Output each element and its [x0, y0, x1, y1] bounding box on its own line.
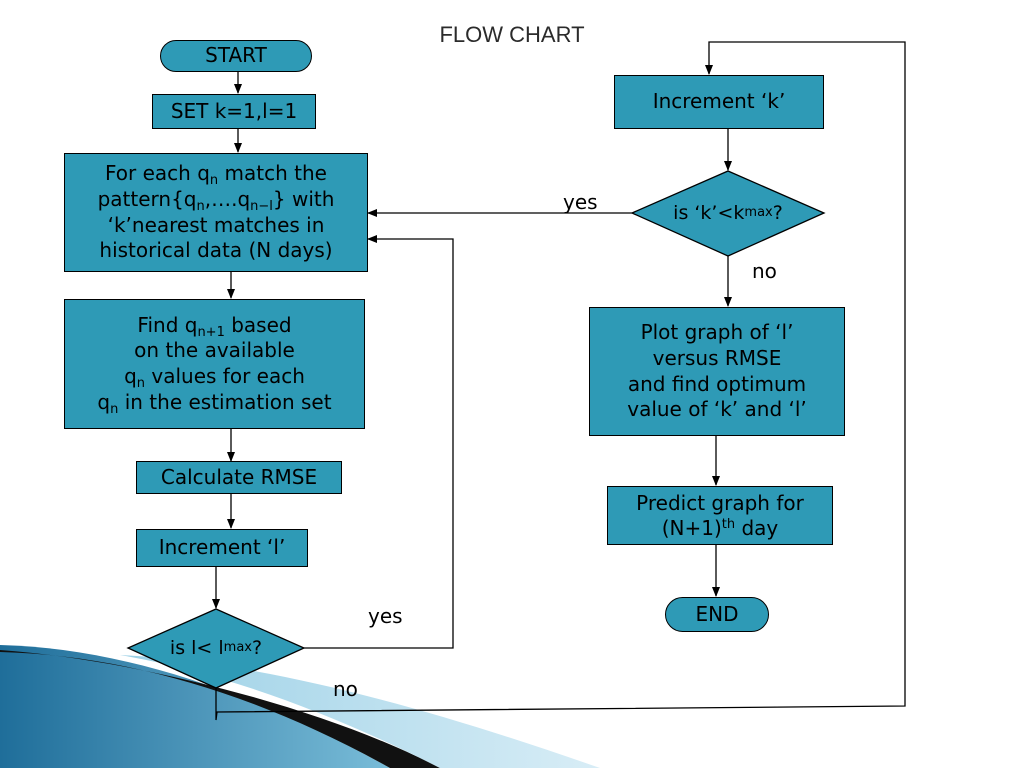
page-title: FLOW CHART — [0, 22, 1024, 48]
plot-line-3: and find optimum — [627, 371, 807, 396]
increment-k-label: Increment ‘k’ — [652, 89, 786, 114]
decision-k-shape — [630, 170, 826, 257]
start-label: START — [205, 43, 267, 68]
end-node: END — [665, 597, 769, 632]
rmse-label: Calculate RMSE — [160, 464, 318, 489]
end-label: END — [695, 601, 739, 626]
increment-l-label: Increment ‘l’ — [158, 535, 286, 560]
arrow-l-no-path — [215, 41, 906, 721]
start-node: START — [160, 40, 312, 72]
plot-line-4: value of ‘k’ and ‘l’ — [627, 397, 807, 422]
edge-label-l-no: no — [333, 677, 358, 701]
find-line-2: on the available — [134, 338, 295, 363]
match-node: For each qn match the pattern{qn,….qn−l}… — [64, 153, 368, 272]
increment-l-node: Increment ‘l’ — [136, 529, 308, 567]
plot-node: Plot graph of ‘l’ versus RMSE and find o… — [589, 307, 845, 436]
match-line-4: historical data (N days) — [99, 238, 333, 263]
find-line-4: qn in the estimation set — [97, 389, 332, 417]
predict-line-2: (N+1)th day — [661, 515, 779, 540]
plot-line-2: versus RMSE — [652, 345, 782, 370]
decision-l-shape — [126, 608, 306, 689]
edge-label-l-yes: yes — [368, 604, 403, 628]
find-line-3: qn values for each — [124, 364, 305, 391]
edge-label-k-no: no — [752, 259, 777, 283]
title-text: FLOW CHART — [439, 22, 585, 47]
plot-line-1: Plot graph of ‘l’ — [640, 320, 794, 345]
rmse-node: Calculate RMSE — [136, 461, 342, 494]
set-node: SET k=1,l=1 — [152, 94, 316, 129]
edge-label-k-yes: yes — [563, 190, 598, 214]
match-line-1: For each qn match the — [105, 161, 327, 189]
match-line-2: pattern{qn,….qn−l} with — [97, 186, 335, 214]
increment-k-node: Increment ‘k’ — [614, 75, 824, 129]
predict-node: Predict graph for (N+1)th day — [607, 486, 833, 545]
find-line-1: Find qn+1 based — [137, 312, 292, 340]
find-node: Find qn+1 based on the available qn valu… — [64, 299, 365, 429]
predict-line-1: Predict graph for — [636, 490, 804, 515]
match-line-3: ‘k’nearest matches in — [107, 212, 325, 237]
arrow-l-yes-loop — [304, 235, 454, 649]
decorative-swoosh — [0, 645, 600, 768]
set-label: SET k=1,l=1 — [170, 98, 298, 123]
